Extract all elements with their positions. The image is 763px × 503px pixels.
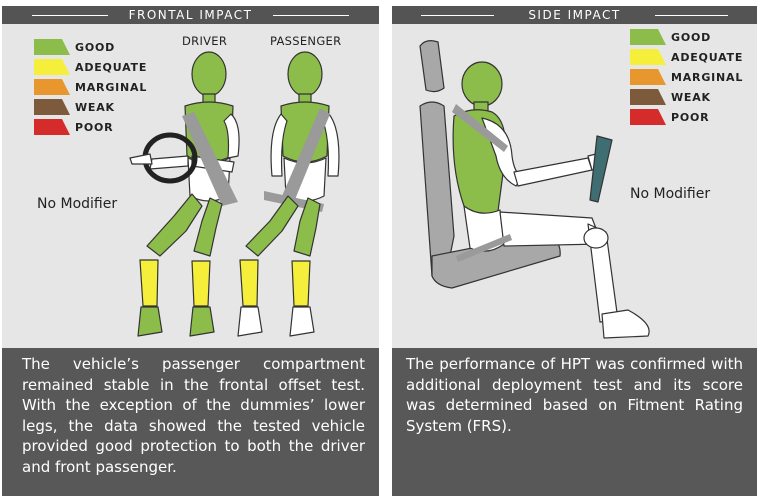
side-lap-belt [456,234,512,262]
side-dummy-forearm [513,157,593,187]
side-shoulder-belt [452,104,508,152]
frontal-dummies-figure [129,51,340,337]
side-description: The performance of HPT was confirmed wit… [392,348,757,496]
driver-left-shin [139,259,159,307]
legend-label-marginal: MARGINAL [75,81,148,94]
driver-steering-column [129,153,153,165]
swatch-shape [630,49,666,65]
legend-label-good: GOOD [75,41,116,54]
legend-swatch-poor [630,109,666,125]
side-impact-panel: SIDE IMPACT GOOD ADEQUATE MARGINAL WEAK … [392,6,757,496]
passenger-seat-belt [282,108,330,202]
driver-left-thigh [146,193,203,257]
driver-head [191,51,227,97]
frontal-modifier: No Modifier [37,196,118,212]
frontal-impact-panel: FRONTAL IMPACT GOOD ADEQUATE MARGINAL WE… [2,6,379,496]
frontal-description: The vehicle’s passenger compartment rema… [2,348,379,496]
swatch-shape [34,39,70,55]
side-modifier: No Modifier [630,186,711,202]
passenger-right-foot [289,306,315,337]
passenger-left-shin [239,259,259,307]
passenger-dummy [237,51,340,337]
legend-swatch-marginal [34,79,70,95]
swatch-shape [34,59,70,75]
legend-swatch-weak [630,89,666,105]
driver-right-arm [223,113,240,159]
side-dummy-foot [601,309,650,339]
legend-swatch-good [34,39,70,55]
passenger-left-arm [270,113,288,177]
driver-left-foot [137,306,163,337]
driver-right-foot [189,306,215,337]
passenger-right-thigh [293,197,321,257]
passenger-right-arm [322,113,340,177]
swatch-shape [34,79,70,95]
legend-label-adequate: ADEQUATE [75,61,148,74]
swatch-shape [34,119,70,135]
driver-seat-belt [182,112,238,206]
legend-label-poor: POOR [75,121,114,134]
driver-forearm [149,155,189,170]
passenger-left-foot [237,306,263,337]
side-dummy-figure [419,40,650,339]
legend-label-weak: WEAK [75,101,115,114]
frontal-impact-title: FRONTAL IMPACT [2,6,379,24]
driver-right-thigh [193,197,223,257]
driver-dummy [129,51,240,337]
legend-swatch-adequate [630,49,666,65]
swatch-shape [630,69,666,85]
swatch-shape [630,29,666,45]
side-steering-wheel [589,135,613,203]
side-dummy-head [461,61,503,107]
side-dummy [452,61,650,339]
swatch-shape [34,99,70,115]
legend-swatch-good [630,29,666,45]
legend-swatch-weak [34,99,70,115]
legend-label-weak: WEAK [671,91,711,104]
passenger-left-thigh [245,195,299,257]
legend-label-marginal: MARGINAL [671,71,744,84]
swatch-shape [630,89,666,105]
passenger-head [287,51,323,97]
legend-label-poor: POOR [671,111,710,124]
legend-swatch-poor [34,119,70,135]
side-dummy-knee [583,227,609,249]
seat-headrest [419,40,445,93]
legend-label-good: GOOD [671,31,712,44]
legend-label-adequate: ADEQUATE [671,51,744,64]
legend-swatch-adequate [34,59,70,75]
swatch-shape [630,109,666,125]
passenger-right-shin [291,260,311,307]
driver-label: DRIVER [182,34,228,48]
driver-right-shin [191,260,211,307]
legend-swatch-marginal [630,69,666,85]
passenger-label: PASSENGER [270,34,342,48]
side-impact-title: SIDE IMPACT [392,6,757,24]
